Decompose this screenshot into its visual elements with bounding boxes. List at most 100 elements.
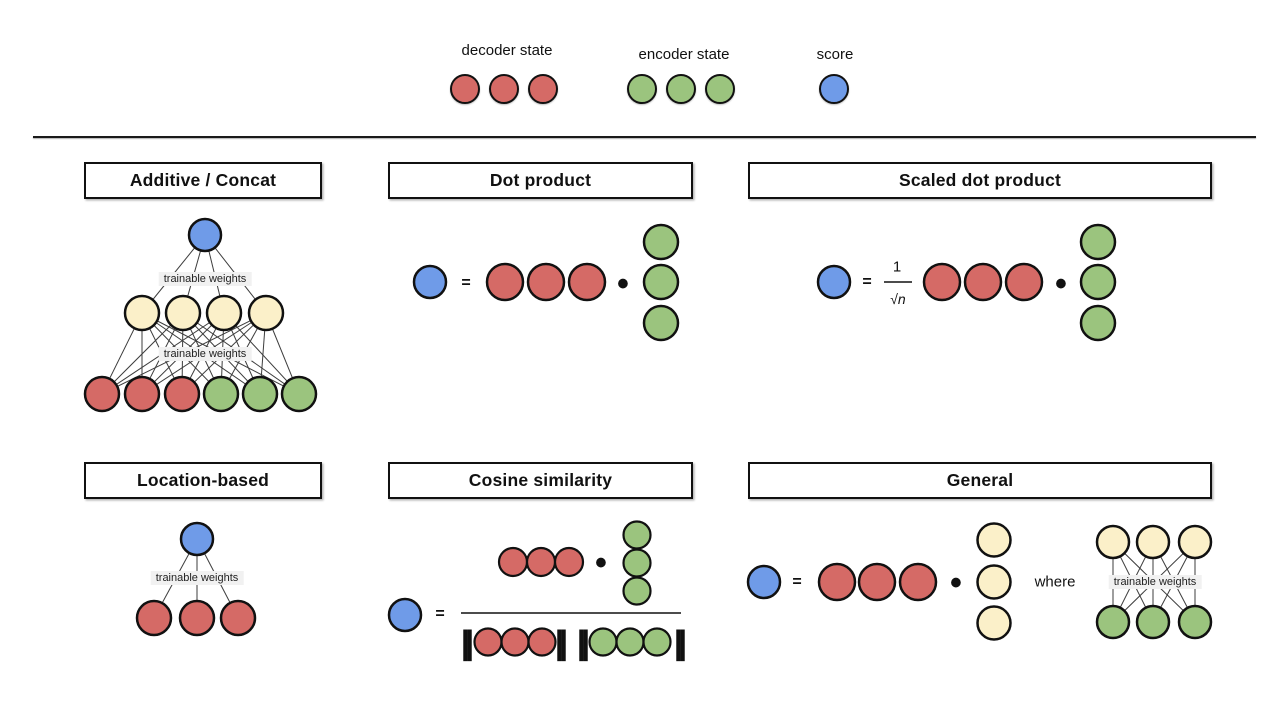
encoder-state-circle <box>622 548 652 578</box>
encoder-state-circle <box>642 263 680 301</box>
decoder-state-circle <box>485 262 525 302</box>
decoder-state-circle <box>817 562 857 602</box>
cosine-similarity-diagram: = • || || || || <box>387 520 690 661</box>
scaled-dot-product-diagram: = 1 √n • <box>816 223 1117 342</box>
decoder-state-circle <box>525 546 557 578</box>
decoder-state-circle <box>489 74 519 104</box>
decoder-state-circle <box>83 375 121 413</box>
dot-operator-icon: • <box>1055 265 1067 303</box>
equals-sign: = <box>862 274 871 291</box>
decoder-state-circle <box>123 375 161 413</box>
encoder-state-circle <box>1079 304 1117 342</box>
equals-sign: = <box>435 606 444 623</box>
score-legend-label: score <box>816 46 854 63</box>
additive-concat-title: Additive / Concat <box>84 162 322 199</box>
norm-bars: || <box>461 624 472 661</box>
scaled-dot-product-title: Scaled dot product <box>748 162 1212 199</box>
decoder-state-circle <box>963 262 1003 302</box>
norm-bars: || <box>577 624 588 661</box>
encoder-state-circle <box>241 375 279 413</box>
score-circle <box>819 74 849 104</box>
decoder-state-circle <box>450 74 480 104</box>
decoder-state-circle <box>500 627 530 657</box>
equals-sign: = <box>792 574 801 591</box>
score-legend-circle-row <box>819 74 849 104</box>
cosine-similarity-title: Cosine similarity <box>388 462 693 499</box>
decoder-state-circle <box>857 562 897 602</box>
weighted-encoder-circle <box>1177 524 1213 560</box>
location-based-title: Location-based <box>84 462 322 499</box>
score-circle <box>816 264 852 300</box>
decoder-state-circle <box>1004 262 1044 302</box>
encoder-state-circle <box>1079 223 1117 261</box>
score-circle <box>187 217 223 253</box>
dot-operator-icon: • <box>950 564 962 602</box>
encoder-state-circle <box>1177 604 1213 640</box>
weighted-encoder-circle <box>976 564 1012 600</box>
hidden-layer-circle <box>164 294 202 332</box>
decoder-state-circle <box>135 599 173 637</box>
encoder-state-legend-circles <box>627 74 735 104</box>
encoder-state-circle <box>666 74 696 104</box>
encoder-state-circle <box>1079 263 1117 301</box>
dot-product-title: Dot product <box>388 162 693 199</box>
decoder-state-circle <box>922 262 962 302</box>
hidden-layer-circle <box>123 294 161 332</box>
location-based-diagram <box>135 521 257 637</box>
encoder-state-circle <box>622 520 652 550</box>
dot-operator-icon: • <box>617 265 629 303</box>
fraction-denominator: √n <box>890 291 906 307</box>
dot-operator-icon: • <box>595 544 607 582</box>
score-circle <box>746 564 782 600</box>
additive-concat-diagram <box>83 217 318 413</box>
trainable-weights-label: trainable weights <box>150 571 244 585</box>
trainable-weights-label: trainable weights <box>158 272 252 286</box>
weighted-encoder-circle <box>976 522 1012 558</box>
decoder-state-circle <box>163 375 201 413</box>
norm-bars: || <box>555 624 566 661</box>
where-label: where <box>1034 574 1076 591</box>
encoder-state-circle <box>642 627 672 657</box>
score-circle <box>179 521 215 557</box>
horizontal-divider <box>33 136 1256 138</box>
decoder-state-circle <box>526 262 566 302</box>
encoder-state-legend-label: encoder state <box>638 46 730 63</box>
hidden-layer-circle <box>205 294 243 332</box>
decoder-state-legend-label: decoder state <box>461 42 553 59</box>
encoder-state-circle <box>705 74 735 104</box>
norm-bars: || <box>674 624 685 661</box>
decoder-state-circle <box>567 262 607 302</box>
decoder-state-circle <box>178 599 216 637</box>
trainable-weights-label: trainable weights <box>158 347 252 361</box>
decoder-state-legend-circles <box>450 74 558 104</box>
decoder-state-circle <box>473 627 503 657</box>
weighted-encoder-circle <box>1095 524 1131 560</box>
dot-product-diagram: = • <box>412 223 680 342</box>
score-circle <box>387 597 423 633</box>
decoder-state-circle <box>497 546 529 578</box>
decoder-state-circle <box>898 562 938 602</box>
encoder-state-circle <box>1135 604 1171 640</box>
encoder-state-circle <box>622 576 652 606</box>
encoder-state-circle <box>627 74 657 104</box>
weighted-encoder-circle <box>976 605 1012 641</box>
decoder-state-circle <box>527 627 557 657</box>
encoder-state-circle <box>280 375 318 413</box>
encoder-state-circle <box>642 223 680 261</box>
decoder-state-circle <box>528 74 558 104</box>
decoder-state-circle <box>553 546 585 578</box>
decoder-state-circle <box>219 599 257 637</box>
general-diagram: = • where <box>746 522 1213 641</box>
encoder-state-circle <box>642 304 680 342</box>
encoder-state-circle <box>615 627 645 657</box>
encoder-state-circle <box>588 627 618 657</box>
general-title: General <box>748 462 1212 499</box>
trainable-weights-label: trainable weights <box>1108 575 1202 589</box>
weighted-encoder-circle <box>1135 524 1171 560</box>
equals-sign: = <box>461 275 470 292</box>
score-circle <box>412 264 448 300</box>
hidden-layer-circle <box>247 294 285 332</box>
encoder-state-circle <box>202 375 240 413</box>
fraction-numerator: 1 <box>893 259 901 276</box>
